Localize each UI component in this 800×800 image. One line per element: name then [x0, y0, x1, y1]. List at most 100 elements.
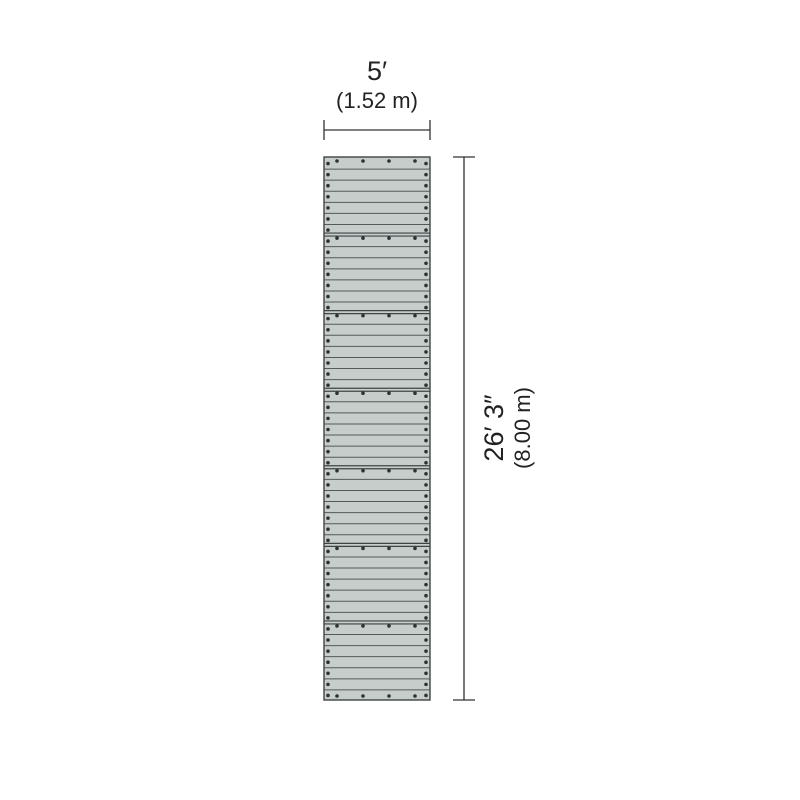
- bolt: [424, 272, 428, 277]
- bolt: [424, 538, 428, 543]
- bolt: [424, 460, 428, 465]
- bolt: [387, 546, 391, 551]
- bolt: [326, 305, 330, 310]
- bolt: [424, 616, 428, 620]
- bolt: [326, 172, 330, 177]
- bolt: [413, 159, 417, 163]
- bolt: [424, 228, 428, 232]
- bolt: [424, 183, 428, 188]
- bolt: [335, 391, 339, 396]
- bolt: [424, 682, 428, 687]
- bolt: [424, 206, 428, 210]
- bolt: [424, 405, 428, 410]
- bolt: [413, 313, 417, 318]
- bolt: [326, 627, 330, 631]
- bolt: [335, 694, 339, 698]
- deck-bolts: [326, 159, 428, 698]
- bolt: [326, 682, 330, 687]
- bolt: [387, 159, 391, 163]
- bolt: [424, 261, 428, 266]
- bolt: [424, 250, 428, 254]
- bolt: [424, 494, 428, 498]
- bolt: [326, 605, 330, 609]
- bolt: [326, 472, 330, 476]
- bolt: [361, 546, 365, 551]
- bolt: [326, 483, 330, 487]
- bolt: [326, 616, 330, 620]
- deck-planks: [324, 168, 430, 691]
- bolt: [326, 250, 330, 254]
- bolt: [326, 283, 330, 288]
- bolt: [326, 449, 330, 454]
- bolt: [326, 671, 330, 676]
- bolt: [361, 313, 365, 318]
- bolt: [424, 605, 428, 609]
- bolt: [326, 438, 330, 443]
- bolt: [326, 538, 330, 543]
- bolt: [424, 582, 428, 587]
- bolt: [326, 593, 330, 598]
- bolt: [413, 468, 417, 473]
- bolt: [424, 560, 428, 565]
- bolt: [424, 361, 428, 365]
- bolt: [326, 183, 330, 188]
- bolt: [424, 638, 428, 642]
- bolt: [424, 549, 428, 554]
- bolt: [424, 693, 428, 698]
- width-imperial-label: 5′: [367, 56, 387, 86]
- bolt: [326, 194, 330, 199]
- bolt: [424, 472, 428, 476]
- bolt: [424, 172, 428, 177]
- bolt: [335, 468, 339, 473]
- bolt: [424, 649, 428, 653]
- bolt: [424, 217, 428, 221]
- bolt: [326, 638, 330, 642]
- bolt: [326, 460, 330, 465]
- bolt: [424, 383, 428, 387]
- bolt: [326, 582, 330, 587]
- bolt: [361, 159, 365, 163]
- length-metric-label: (8.00 m): [510, 387, 535, 469]
- bolt: [326, 660, 330, 665]
- bolt: [326, 505, 330, 509]
- bolt: [424, 416, 428, 421]
- bolt: [424, 327, 428, 332]
- bolt: [424, 671, 428, 676]
- bolt: [424, 427, 428, 432]
- bolt: [326, 261, 330, 266]
- bolt: [387, 468, 391, 473]
- bolt: [361, 694, 365, 698]
- bolt: [326, 206, 330, 210]
- bolt: [424, 593, 428, 598]
- bolt: [326, 405, 330, 410]
- bolt: [326, 350, 330, 354]
- bolt: [326, 549, 330, 554]
- bolt: [424, 571, 428, 576]
- bolt: [424, 372, 428, 376]
- bolt: [335, 236, 339, 240]
- bolt: [387, 313, 391, 318]
- bolt: [387, 236, 391, 240]
- bolt: [326, 327, 330, 332]
- bolt: [326, 228, 330, 232]
- bolt: [413, 624, 417, 628]
- bolt: [326, 161, 330, 166]
- bolt: [326, 339, 330, 343]
- bolt: [413, 694, 417, 698]
- bolt: [413, 391, 417, 396]
- bolt: [424, 449, 428, 454]
- width-metric-label: (1.52 m): [336, 88, 418, 113]
- bolt: [361, 624, 365, 628]
- width-dimension: 5′ (1.52 m): [323, 56, 431, 140]
- bolt: [424, 627, 428, 631]
- bolt: [361, 468, 365, 473]
- length-imperial-label: 26′ 3″: [479, 394, 509, 462]
- bolt: [326, 361, 330, 365]
- bolt: [326, 494, 330, 498]
- bolt: [424, 438, 428, 443]
- bolt: [424, 161, 428, 166]
- bolt: [424, 239, 428, 243]
- bolt: [387, 624, 391, 628]
- bolt: [326, 427, 330, 432]
